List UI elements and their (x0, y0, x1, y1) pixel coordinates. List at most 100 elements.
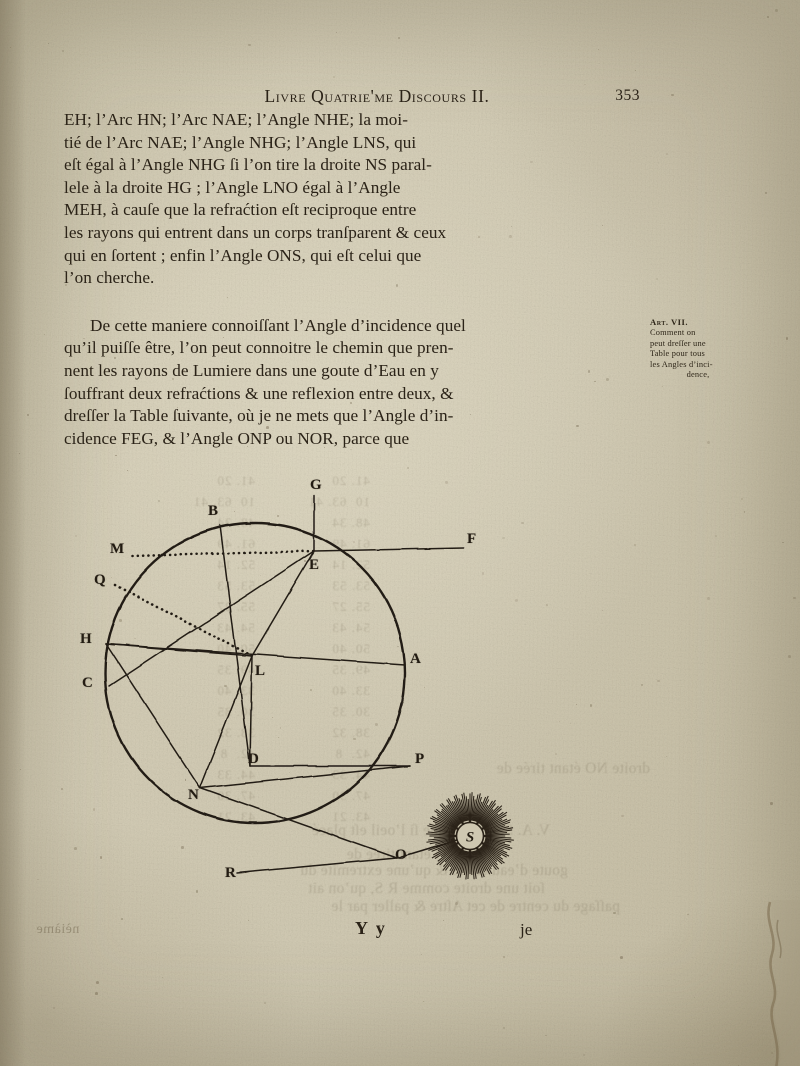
paper-speck (397, 645, 399, 647)
sun-ray (434, 843, 458, 859)
diagram-segment (251, 550, 315, 657)
sun-ray (439, 804, 460, 826)
paper-speck (271, 716, 274, 718)
sun-ray (461, 793, 468, 821)
sun-ray (472, 851, 478, 874)
sun-ray (479, 847, 500, 870)
paper-speck (584, 83, 586, 86)
sun-ray (453, 795, 465, 822)
sun-ray (426, 837, 455, 843)
sun-ray (471, 799, 476, 821)
sun-ray (436, 814, 458, 829)
sun-ray (484, 841, 504, 850)
sun-ray (480, 805, 499, 826)
marginal-note-line: Table pour tous (650, 349, 705, 359)
paper-speck (782, 541, 784, 543)
paper-speck (374, 722, 378, 726)
sun-ray (431, 815, 457, 830)
signature-mark: Y y (355, 918, 387, 938)
paper-speck (546, 604, 548, 606)
sun-ray (467, 851, 470, 880)
paper-speck (323, 447, 325, 448)
sun-point (448, 823, 460, 831)
sun-ray (485, 829, 513, 835)
sun-ray (446, 799, 463, 824)
paper-speck (395, 284, 399, 287)
sun-ray (430, 827, 455, 834)
paper-speck (515, 599, 518, 602)
paper-speck (195, 890, 199, 893)
sun-ray (437, 845, 459, 862)
paper-speck (179, 89, 181, 91)
paper-speck (469, 413, 471, 415)
sun-ray (473, 796, 482, 822)
paper-speck (248, 43, 252, 47)
sun-ray (470, 851, 475, 880)
paper-speck (597, 48, 599, 50)
sun-ray (455, 850, 465, 871)
sun-ray (471, 851, 477, 879)
sun-ray (477, 800, 493, 824)
text-line: les rayons qui entrent dans un corps tra… (64, 222, 447, 242)
sun-ray (485, 827, 514, 834)
paper-speck (37, 878, 39, 881)
sun-ray (427, 831, 455, 836)
sun-ray (484, 826, 510, 833)
sun-ray (482, 843, 502, 857)
paper-speck (576, 424, 579, 428)
sun-ray (445, 848, 462, 871)
catchword: je (520, 920, 533, 939)
paper-speck (281, 166, 284, 170)
sun-ray (449, 849, 464, 876)
paper-speck (99, 856, 103, 859)
paper-speck (19, 452, 21, 454)
sun-ray (473, 793, 481, 822)
sun-ray (485, 836, 514, 841)
sun-ray (436, 845, 459, 866)
sun-ray (480, 805, 503, 826)
sun-point (480, 841, 492, 849)
diagram-dotted-segment (113, 583, 254, 658)
text-line: qui en ſortent ; enfin l’Angle ONS, qui … (64, 245, 422, 265)
paper-speck (587, 370, 590, 373)
diagram-canvas: S (103, 495, 514, 880)
page-number: 353 (615, 87, 640, 104)
diagram-label-a: A (410, 651, 421, 667)
sun-ray (478, 848, 493, 867)
paper-speck (707, 597, 710, 600)
sun-point (457, 814, 465, 826)
sun-ray (483, 841, 508, 854)
sun-ray (434, 823, 456, 832)
paper-speck (263, 1002, 266, 1005)
paper-speck (687, 913, 689, 916)
sun-point (482, 834, 495, 838)
paper-speck (502, 1026, 506, 1030)
sun-ray (449, 848, 463, 868)
sun-ray (485, 833, 510, 836)
paper-speck (641, 683, 644, 687)
diagram-segment (199, 765, 411, 789)
paragraph-1: EH; l’Arc HN; l’Arc NAE; l’Angle NHE; la… (64, 109, 644, 290)
sun-ray (475, 849, 487, 871)
sun-icon: S (426, 792, 514, 880)
diagram-solid-lines (105, 495, 471, 874)
paper-speck (73, 235, 75, 237)
paper-speck (279, 727, 282, 729)
sun-ray (475, 850, 485, 873)
paper-speck (474, 798, 477, 802)
paper-speck (502, 955, 505, 959)
paper-speck (634, 69, 636, 72)
diagram-dotted-lines (113, 549, 316, 658)
paper-speck (350, 449, 352, 451)
sun-ray (443, 847, 461, 868)
marginal-note-line: dence, (686, 370, 710, 380)
sun-point (475, 814, 483, 826)
sun-ray (484, 839, 510, 847)
paper-speck (47, 42, 49, 44)
sun-ray (453, 801, 465, 823)
sun-ray (440, 844, 458, 858)
paper-speck (336, 32, 338, 34)
sun-ray (482, 844, 504, 860)
paper-speck (234, 510, 236, 513)
